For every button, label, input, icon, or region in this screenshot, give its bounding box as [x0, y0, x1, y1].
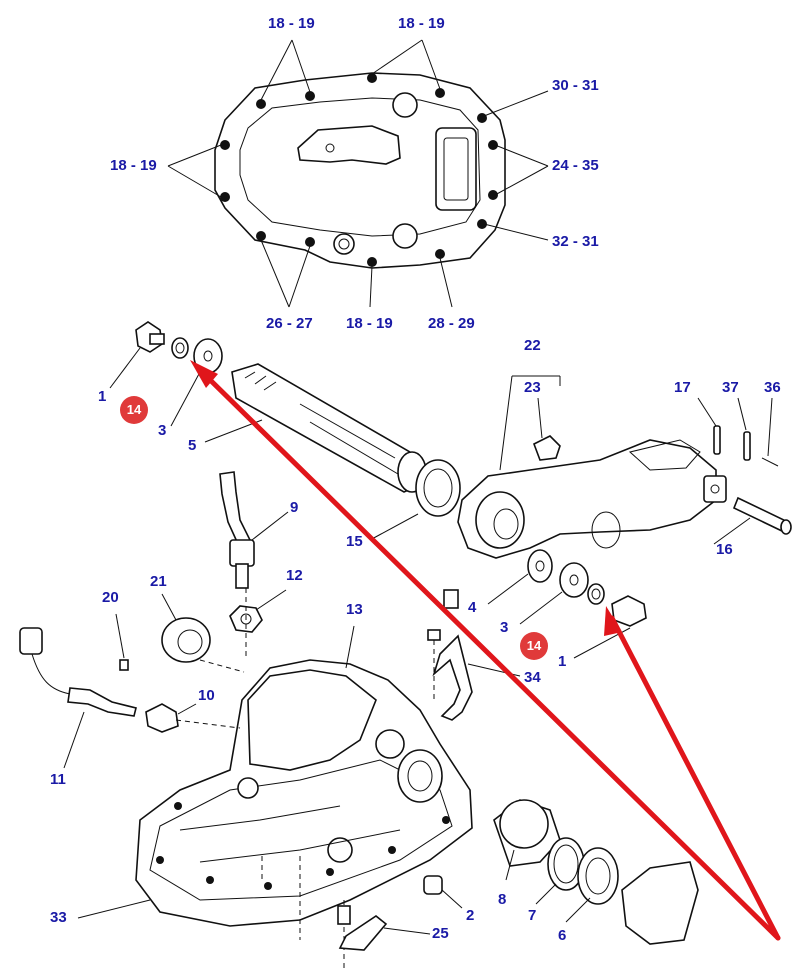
- label-21: 21: [150, 573, 167, 590]
- lift-arm-assembly: [457, 425, 792, 559]
- lift-arm-leaders: [499, 375, 773, 545]
- cover-plate-drawing: [214, 72, 506, 269]
- label-16: 16: [716, 541, 733, 558]
- label-22: 22: [524, 337, 541, 354]
- bottom-small-parts: [337, 875, 463, 951]
- label-3-right: 3: [500, 619, 509, 636]
- label-5: 5: [188, 437, 197, 454]
- label-25: 25: [432, 925, 449, 942]
- label-34: 34: [524, 669, 541, 686]
- label-1-right: 1: [558, 653, 567, 670]
- label-17: 17: [674, 379, 691, 396]
- housing-leaders: [77, 625, 355, 919]
- badge-14-right: 14: [520, 632, 548, 660]
- label-24-35: 24 - 35: [552, 157, 599, 174]
- label-4: 4: [468, 599, 477, 616]
- label-9: 9: [290, 499, 299, 516]
- label-6: 6: [558, 927, 567, 944]
- label-28-29: 28 - 29: [428, 315, 475, 332]
- label-2: 2: [466, 907, 475, 924]
- label-18-19-bottom: 18 - 19: [346, 315, 393, 332]
- label-18-19-left: 18 - 19: [110, 157, 157, 174]
- label-32-31: 32 - 31: [552, 233, 599, 250]
- label-36: 36: [764, 379, 781, 396]
- label-20: 20: [102, 589, 119, 606]
- lift-shaft-assembly: [135, 321, 461, 517]
- label-15: 15: [346, 533, 363, 550]
- label-33: 33: [50, 909, 67, 926]
- label-8: 8: [498, 891, 507, 908]
- left-small-parts: [19, 471, 289, 769]
- label-3-left: 3: [158, 422, 167, 439]
- label-13: 13: [346, 601, 363, 618]
- red-arrows: [190, 360, 781, 941]
- label-18-19-top-right: 18 - 19: [398, 15, 445, 32]
- hydraulic-housing-drawing: [135, 588, 473, 968]
- label-37: 37: [722, 379, 739, 396]
- label-7: 7: [528, 907, 537, 924]
- label-30-31: 30 - 31: [552, 77, 599, 94]
- badge-14-left: 14: [120, 396, 148, 424]
- label-26-27: 26 - 27: [266, 315, 313, 332]
- cover-plate-leaders: [167, 39, 549, 308]
- label-12: 12: [286, 567, 303, 584]
- label-23: 23: [524, 379, 541, 396]
- label-18-19-top-left: 18 - 19: [268, 15, 315, 32]
- label-11: 11: [50, 771, 66, 788]
- bottom-right-parts: [493, 799, 699, 945]
- label-10: 10: [198, 687, 215, 704]
- label-1-left: 1: [98, 388, 107, 405]
